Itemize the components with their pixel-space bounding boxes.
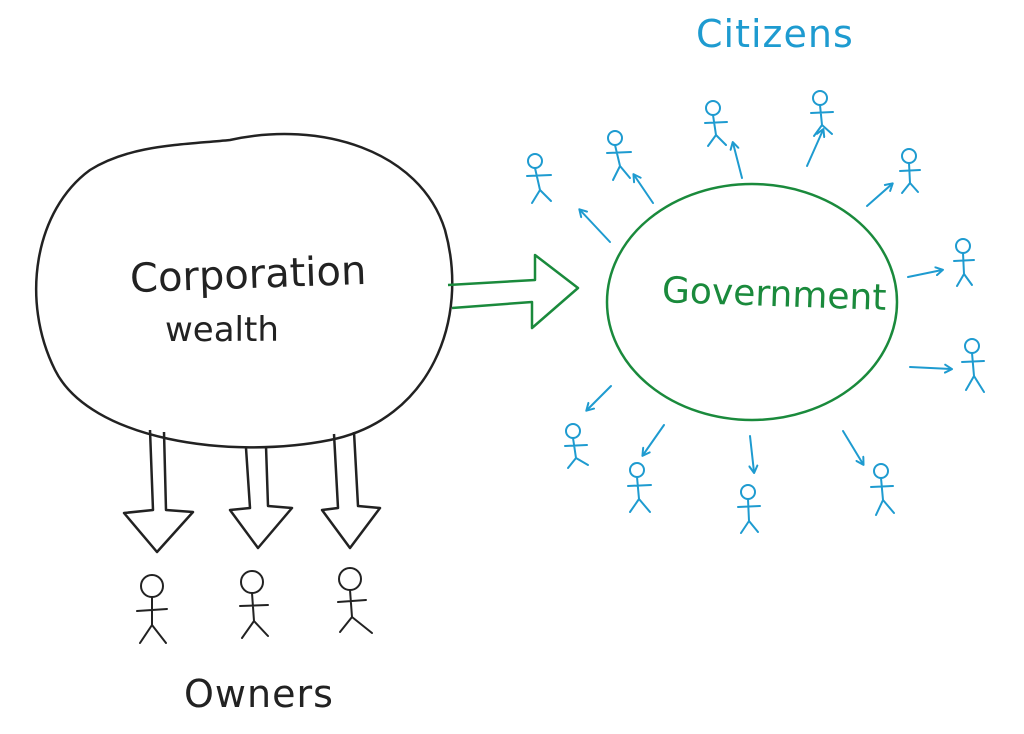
transfer-arrow	[447, 253, 580, 330]
citizen-arrow-10	[641, 424, 665, 457]
corporation-label: Corporation	[129, 247, 368, 303]
owner-3-icon	[337, 567, 373, 634]
citizen-arrow-4	[806, 128, 826, 167]
citizen-arrow-11	[585, 385, 612, 412]
owner-2-icon	[239, 570, 269, 639]
citizen-4-icon	[810, 90, 834, 137]
citizen-8-icon	[870, 463, 895, 516]
citizen-1-icon	[526, 153, 552, 204]
citizen-2-icon	[606, 130, 632, 181]
owner-figures	[136, 567, 373, 644]
citizen-3-icon	[704, 100, 728, 147]
owners-label: Owners	[184, 672, 334, 716]
citizen-arrow-2	[632, 173, 654, 204]
citizen-arrows	[578, 128, 953, 474]
citizen-11-icon	[564, 423, 589, 469]
citizen-6-icon	[953, 238, 975, 287]
citizen-9-icon	[737, 484, 761, 534]
corporation-wealth-circle	[34, 132, 454, 449]
citizen-7-icon	[961, 338, 985, 393]
owner-arrow-1	[122, 429, 195, 554]
owner-1-icon	[136, 574, 168, 644]
citizen-arrow-8	[842, 430, 865, 466]
owner-arrows	[122, 429, 382, 554]
government-label: Government	[661, 270, 888, 319]
citizen-5-icon	[899, 148, 921, 194]
citizen-arrow-7	[909, 363, 953, 374]
citizen-arrow-1	[578, 208, 611, 243]
citizen-10-icon	[627, 462, 652, 513]
citizens-label: Citizens	[696, 12, 854, 56]
citizen-figures	[526, 90, 985, 534]
citizen-arrow-9	[748, 435, 759, 474]
owner-arrow-3	[320, 431, 382, 550]
wealth-label: wealth	[165, 310, 279, 350]
citizen-arrow-5	[866, 182, 894, 207]
government-circle	[605, 182, 899, 422]
owner-arrow-2	[228, 445, 294, 550]
citizen-arrow-6	[907, 266, 944, 278]
citizen-arrow-3	[729, 141, 743, 179]
